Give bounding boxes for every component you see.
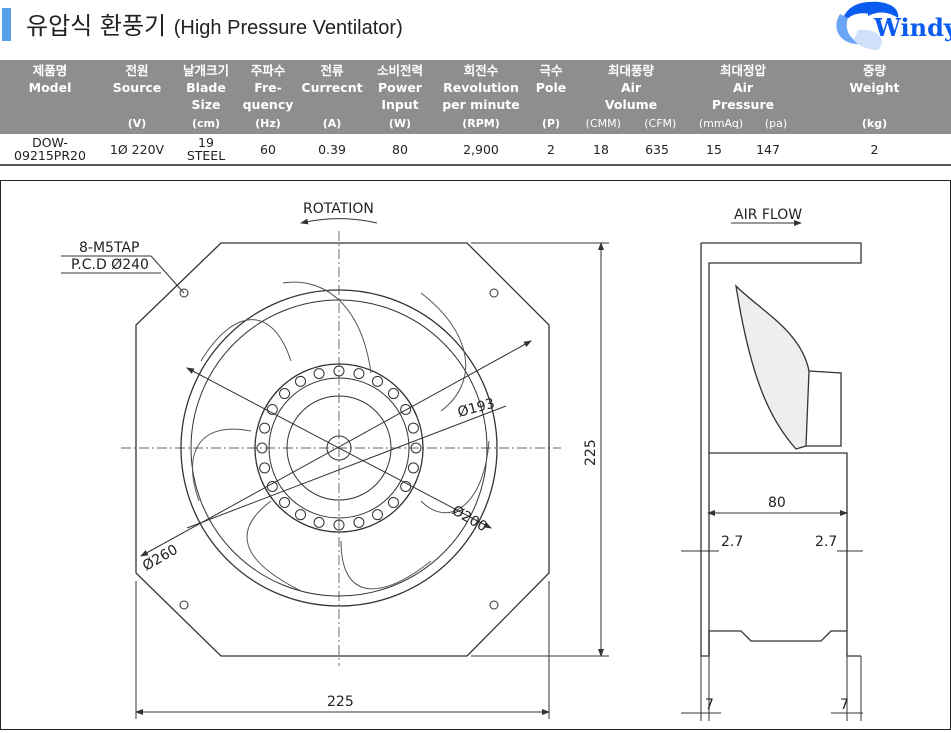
cell-source: 1Ø 220V (100, 134, 174, 166)
label-depth-80: 80 (768, 495, 786, 511)
svg-text:Windy: Windy (873, 13, 951, 42)
cell-weight: 2 (798, 134, 951, 166)
hub-hole (279, 496, 291, 508)
title-korean: 유압식 환풍기 (26, 12, 167, 40)
hub-hole (407, 422, 419, 434)
label-tap: 8-M5TAP (79, 240, 139, 256)
title-english: (High Pressure Ventilator) (173, 17, 403, 39)
label-width-225: 225 (327, 694, 354, 710)
title-accent-bar (2, 8, 11, 41)
hub-hole (295, 509, 306, 521)
label-7-left: 7 (705, 697, 714, 713)
hub-hole (266, 481, 278, 492)
technical-drawing: ROTATION AIR FLOW 8-M5TAP P.C.D Ø240 Ø19… (0, 180, 951, 730)
cell-model: DOW-09215PR20 (0, 134, 100, 166)
hub-hole (353, 516, 365, 528)
hub-hole (353, 368, 365, 380)
label-pcd: P.C.D Ø240 (71, 257, 149, 273)
cell-current: 0.39 (298, 134, 366, 166)
label-2-7-right: 2.7 (815, 534, 837, 550)
drawing-svg: ROTATION AIR FLOW 8-M5TAP P.C.D Ø240 Ø19… (61, 201, 863, 721)
front-view (61, 218, 609, 719)
hub-hole (372, 375, 383, 387)
label-7-right: 7 (840, 697, 849, 713)
cell-frequency: 60 (238, 134, 298, 166)
label-air-flow: AIR FLOW (734, 207, 802, 223)
label-d200: Ø200 (449, 503, 490, 536)
hub-hole (259, 462, 271, 474)
hub-hole (259, 422, 271, 434)
hub-hole (313, 368, 325, 380)
hub-hole (313, 516, 325, 528)
page-title: 유압식 환풍기 (High Pressure Ventilator) (26, 6, 403, 41)
label-2-7-left: 2.7 (721, 534, 743, 550)
label-height-225: 225 (583, 439, 599, 466)
hub-hole (279, 388, 291, 400)
hub-hole (387, 388, 399, 400)
cell-rpm: 2,900 (434, 134, 528, 166)
label-d260: Ø260 (140, 542, 181, 575)
cell-power: 80 (366, 134, 434, 166)
cell-pole: 2 (528, 134, 574, 166)
mount-holes (179, 288, 499, 610)
label-rotation: ROTATION (303, 201, 374, 217)
hub-hole (407, 462, 419, 474)
side-view (681, 220, 863, 721)
windy-logo: Windy (836, 1, 951, 50)
hub-hole (387, 496, 399, 508)
hub-hole (295, 375, 306, 387)
hub-hole (372, 509, 383, 521)
hub-hole (400, 404, 412, 415)
